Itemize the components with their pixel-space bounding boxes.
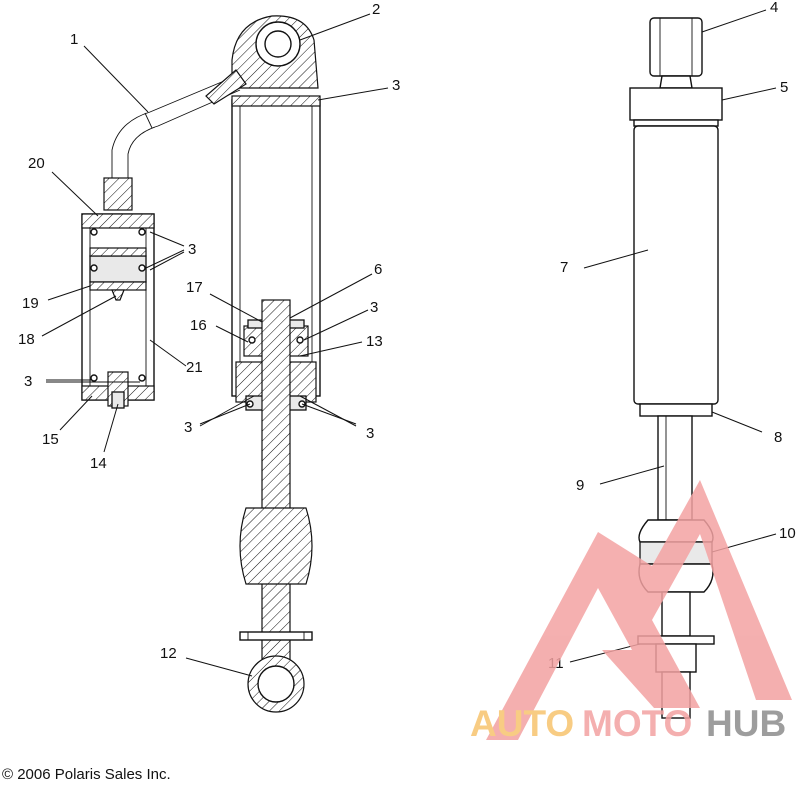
lower-seal-ring (639, 403, 713, 417)
callout-20: 20 (28, 155, 45, 172)
callout-7: 7 (560, 259, 568, 276)
copyright-notice: © 2006 Polaris Sales Inc. (2, 766, 171, 783)
callout-13: 13 (366, 333, 383, 350)
callout-16: 16 (190, 317, 207, 334)
body-reservoir-tube (633, 125, 719, 405)
watermark-word-auto: AUTO (470, 703, 574, 744)
watermark-word-hub: HUB (706, 703, 786, 744)
hose-fitting (103, 177, 133, 211)
callout-5: 5 (780, 79, 788, 96)
callout-3: 3 (366, 425, 374, 442)
callout-8: 8 (774, 429, 782, 446)
shock-cross-section (205, 15, 321, 713)
watermark-triangle-icon (486, 480, 792, 740)
top-bushing (649, 17, 703, 77)
automotohub-watermark: AUTO MOTO HUB (470, 480, 792, 744)
callout-21: 21 (186, 359, 203, 376)
reservoir-hose (111, 75, 241, 178)
shaft-assembled (657, 415, 693, 521)
callout-3: 3 (24, 373, 32, 390)
callout-1: 1 (70, 31, 78, 48)
callout-19: 19 (22, 295, 39, 312)
callout-3: 3 (370, 299, 378, 316)
callout-10: 10 (779, 525, 796, 542)
callout-labels: 1 2 3 4 5 20 3 6 7 17 3 19 16 13 18 21 3… (18, 0, 796, 672)
callout-12: 12 (160, 645, 177, 662)
callout-2: 2 (372, 1, 380, 18)
callout-3: 3 (188, 241, 196, 258)
callout-17: 17 (186, 279, 203, 296)
bump-stop (239, 507, 313, 585)
callout-18: 18 (18, 331, 35, 348)
callout-4: 4 (770, 0, 778, 16)
callout-9: 9 (576, 477, 584, 494)
reservoir-body (81, 213, 155, 401)
callout-14: 14 (90, 455, 107, 472)
callout-15: 15 (42, 431, 59, 448)
piston-shaft (261, 299, 291, 661)
top-cap (629, 87, 723, 121)
callout-6: 6 (374, 261, 382, 278)
callout-3: 3 (184, 419, 192, 436)
callout-3: 3 (392, 77, 400, 94)
remote-reservoir (81, 75, 241, 409)
leader-lines (41, 9, 777, 677)
watermark-word-moto: MOTO (582, 703, 692, 744)
reservoir-piston (89, 255, 147, 283)
